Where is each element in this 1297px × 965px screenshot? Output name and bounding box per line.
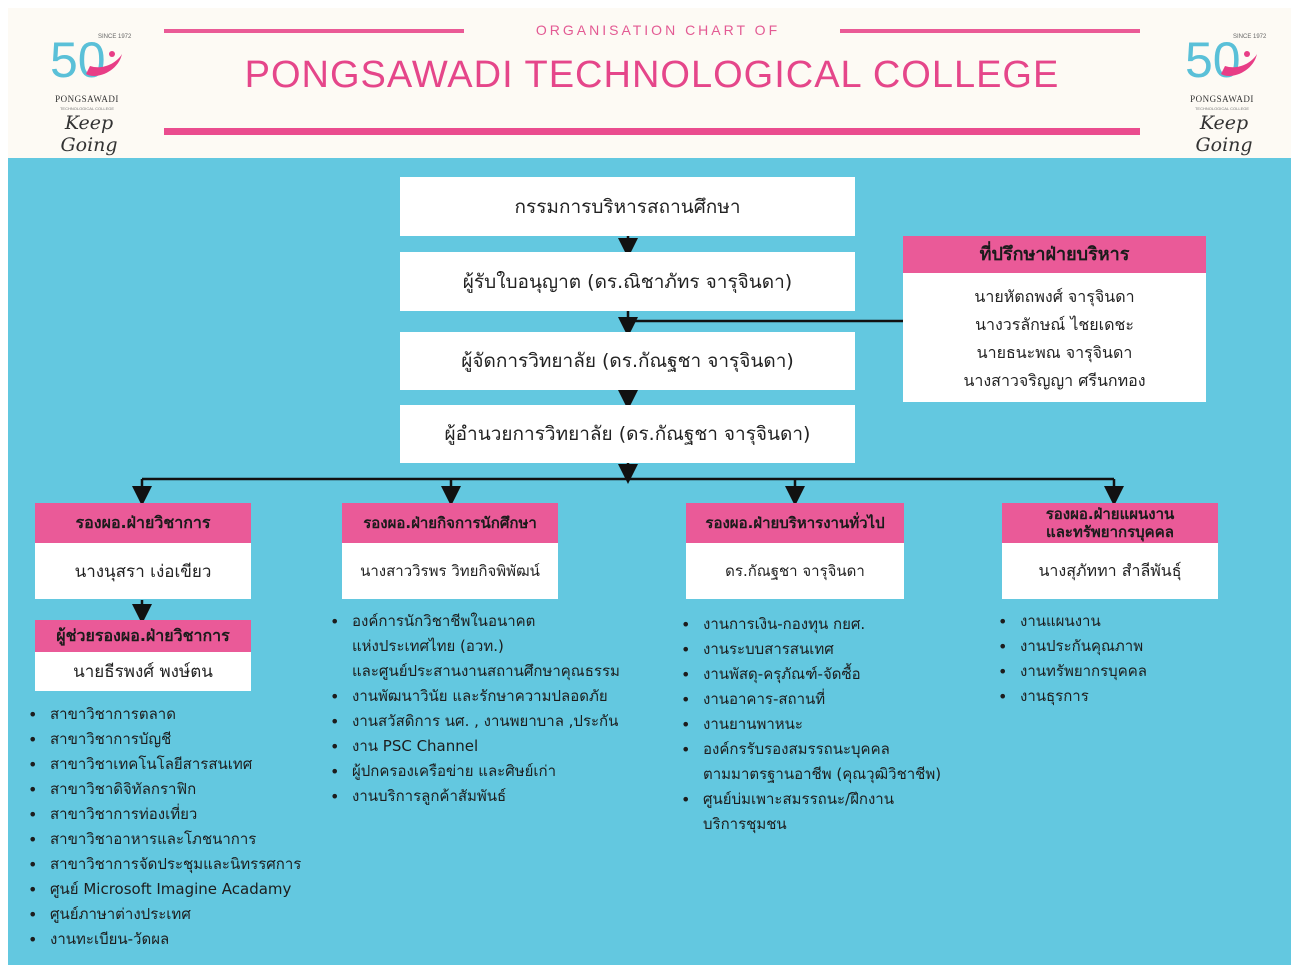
header-rule-right: [840, 29, 1140, 33]
chain-label: ผู้รับใบอนุญาต (ดร.ณิชาภัทร จารุจินดา): [462, 270, 793, 293]
chart-subtitle: ORGANISATION CHART OF: [535, 22, 781, 38]
list-item: สาขาวิชาการบัญชี: [28, 727, 328, 752]
list-item: สาขาวิชาการจัดประชุมและนิทรรศการ: [28, 852, 328, 877]
logo-swoosh-icon: [1221, 51, 1257, 76]
deputy-name: นางสาววิรพร วิทยกิจพิพัฒน์: [360, 562, 540, 580]
college-logo-right: 50 SINCE 1972 PONGSAWADI TECHNOLOGICAL C…: [1177, 30, 1277, 156]
logo-slogan: Keep Going: [1195, 112, 1253, 156]
chain-box-board: กรรมการบริหารสถานศึกษา: [400, 177, 855, 236]
advisor-name: นางวรลักษณ์ ไชยเดชะ: [975, 315, 1134, 334]
chain-box-licensee: ผู้รับใบอนุญาต (ดร.ณิชาภัทร จารุจินดา): [400, 252, 855, 311]
list-item: ผู้ปกครองเครือข่าย และศิษย์เก่า: [330, 759, 670, 784]
deputy-card-planning-hr: รองผอ.ฝ่ายแผนงาน และทรัพยากรบุคคล นางสุภ…: [1002, 503, 1218, 599]
chain-box-manager: ผู้จัดการวิทยาลัย (ดร.กัณฐชา จารุจินดา): [400, 332, 855, 390]
chain-label: ผู้จัดการวิทยาลัย (ดร.กัณฐชา จารุจินดา): [461, 350, 794, 372]
deputy-card-academic: รองผอ.ฝ่ายวิชาการ นางนุสรา เง่อเขียว: [35, 503, 251, 599]
list-item: งานประกันคุณภาพ: [998, 634, 1248, 659]
advisors-title: ที่ปรึกษาฝ่ายบริหาร: [903, 236, 1206, 273]
advisor-name: นายหัตถพงศ์ จารุจินดา: [974, 287, 1135, 306]
deputy-card-student-affairs: รองผอ.ฝ่ายกิจการนักศึกษา นางสาววิรพร วิท…: [342, 503, 558, 599]
list-item: งานอาคาร-สถานที่: [681, 687, 981, 712]
chain-label: กรรมการบริหารสถานศึกษา: [514, 195, 741, 218]
logo-name: PONGSAWADI: [1190, 94, 1254, 104]
list-item: สาขาวิชาการตลาด: [28, 702, 328, 727]
college-logo-left: 50 SINCE 1972 PONGSAWADI TECHNOLOGICAL C…: [42, 30, 142, 156]
list-item: งานสวัสดิการ นศ. , งานพยาบาล ,ประกัน: [330, 709, 670, 734]
logo-number: 50: [1185, 32, 1241, 88]
deputy-name: นางนุสรา เง่อเขียว: [74, 561, 212, 582]
list-item: งานการเงิน-กองทุน กยศ.: [681, 612, 981, 637]
list-item: งานทะเบียน-วัดผล: [28, 927, 328, 952]
deputy-title: รองผอ.ฝ่ายกิจการนักศึกษา: [342, 503, 558, 543]
list-item: งานระบบสารสนเทศ: [681, 637, 981, 662]
list-item: ศูนย์ Microsoft Imagine Acadamy: [28, 877, 328, 902]
logo-subname: TECHNOLOGICAL COLLEGE: [59, 106, 115, 111]
assistant-title: ผู้ช่วยรองผอ.ฝ่ายวิชาการ: [35, 620, 251, 652]
advisor-name: นายธนะพณ จารุจินดา: [976, 343, 1133, 362]
assistant-name: นายธีรพงศ์ พงษ์ตน: [73, 662, 213, 682]
assistant-card: ผู้ช่วยรองผอ.ฝ่ายวิชาการ นายธีรพงศ์ พงษ์…: [35, 620, 251, 691]
header-rule-left: [164, 29, 464, 33]
list-item: งานพัสดุ-ครุภัณฑ์-จัดซื้อ: [681, 662, 981, 687]
list-item: งาน PSC Channel: [330, 734, 670, 759]
list-item: งานพัฒนาวินัย และรักษาความปลอดภัย: [330, 684, 670, 709]
list-item: งานทรัพยากรบุคคล: [998, 659, 1248, 684]
deputy-title: รองผอ.ฝ่ายแผนงาน และทรัพยากรบุคคล: [1002, 503, 1218, 543]
deputy-title: รองผอ.ฝ่ายวิชาการ: [35, 503, 251, 543]
header-bar: [164, 128, 1140, 135]
logo-swoosh-icon: [86, 51, 122, 76]
list-item: งานยานพาหนะ: [681, 712, 981, 737]
list-item: ศูนย์ภาษาต่างประเทศ: [28, 902, 328, 927]
list-item: งานบริการลูกค้าสัมพันธ์: [330, 784, 670, 809]
logo-since: SINCE 1972: [98, 34, 132, 40]
deputy-card-general-admin: รองผอ.ฝ่ายบริหารงานทั่วไป ดร.กัณฐชา จารุ…: [686, 503, 904, 599]
student-affairs-list: องค์การนักวิชาชีพในอนาคต แห่งประเทศไทย (…: [330, 609, 670, 809]
deputy-title: รองผอ.ฝ่ายบริหารงานทั่วไป: [686, 503, 904, 543]
list-item: งานแผนงาน: [998, 609, 1248, 634]
list-item: งานธุรการ: [998, 684, 1248, 709]
general-admin-list: งานการเงิน-กองทุน กยศ. งานระบบสารสนเทศ ง…: [681, 612, 981, 837]
academic-dept-list: สาขาวิชาการตลาด สาขาวิชาการบัญชี สาขาวิช…: [28, 702, 328, 952]
advisors-card: ที่ปรึกษาฝ่ายบริหาร นายหัตถพงศ์ จารุจินด…: [903, 236, 1206, 402]
logo-subname: TECHNOLOGICAL COLLEGE: [1194, 106, 1250, 111]
deputy-name: ดร.กัณฐชา จารุจินดา: [725, 562, 865, 580]
list-item: สาขาวิชาดิจิทัลกราฟิก: [28, 777, 328, 802]
list-item: สาขาวิชาการท่องเที่ยว: [28, 802, 328, 827]
chart-title: PONGSAWADI TECHNOLOGICAL COLLEGE: [244, 54, 1060, 96]
header-banner: 50 SINCE 1972 PONGSAWADI TECHNOLOGICAL C…: [8, 8, 1291, 158]
logo-number: 50: [50, 32, 106, 88]
logo-name: PONGSAWADI: [55, 94, 119, 104]
list-item: องค์การนักวิชาชีพในอนาคต แห่งประเทศไทย (…: [330, 609, 670, 684]
chain-label: ผู้อำนวยการวิทยาลัย (ดร.กัณฐชา จารุจินดา…: [444, 423, 811, 445]
planning-hr-list: งานแผนงาน งานประกันคุณภาพ งานทรัพยากรบุค…: [998, 609, 1248, 709]
list-item: ศูนย์บ่มเพาะสมรรถนะ/ฝึกงาน บริการชุมชน: [681, 787, 981, 837]
deputy-name: นางสุภัททา สำลีพันธุ์: [1038, 560, 1182, 580]
list-item: สาขาวิชาเทคโนโลยีสารสนเทศ: [28, 752, 328, 777]
advisor-name: นางสาวจริญญา ศรีนกทอง: [963, 371, 1146, 390]
logo-slogan: Keep Going: [60, 112, 118, 156]
advisors-list: นายหัตถพงศ์ จารุจินดา นางวรลักษณ์ ไชยเดช…: [903, 273, 1206, 405]
list-item: องค์กรรับรองสมรรถนะบุคคล ตามมาตรฐานอาชีพ…: [681, 737, 981, 787]
chain-box-director: ผู้อำนวยการวิทยาลัย (ดร.กัณฐชา จารุจินดา…: [400, 405, 855, 463]
logo-since: SINCE 1972: [1233, 34, 1267, 40]
list-item: สาขาวิชาอาหารและโภชนาการ: [28, 827, 328, 852]
